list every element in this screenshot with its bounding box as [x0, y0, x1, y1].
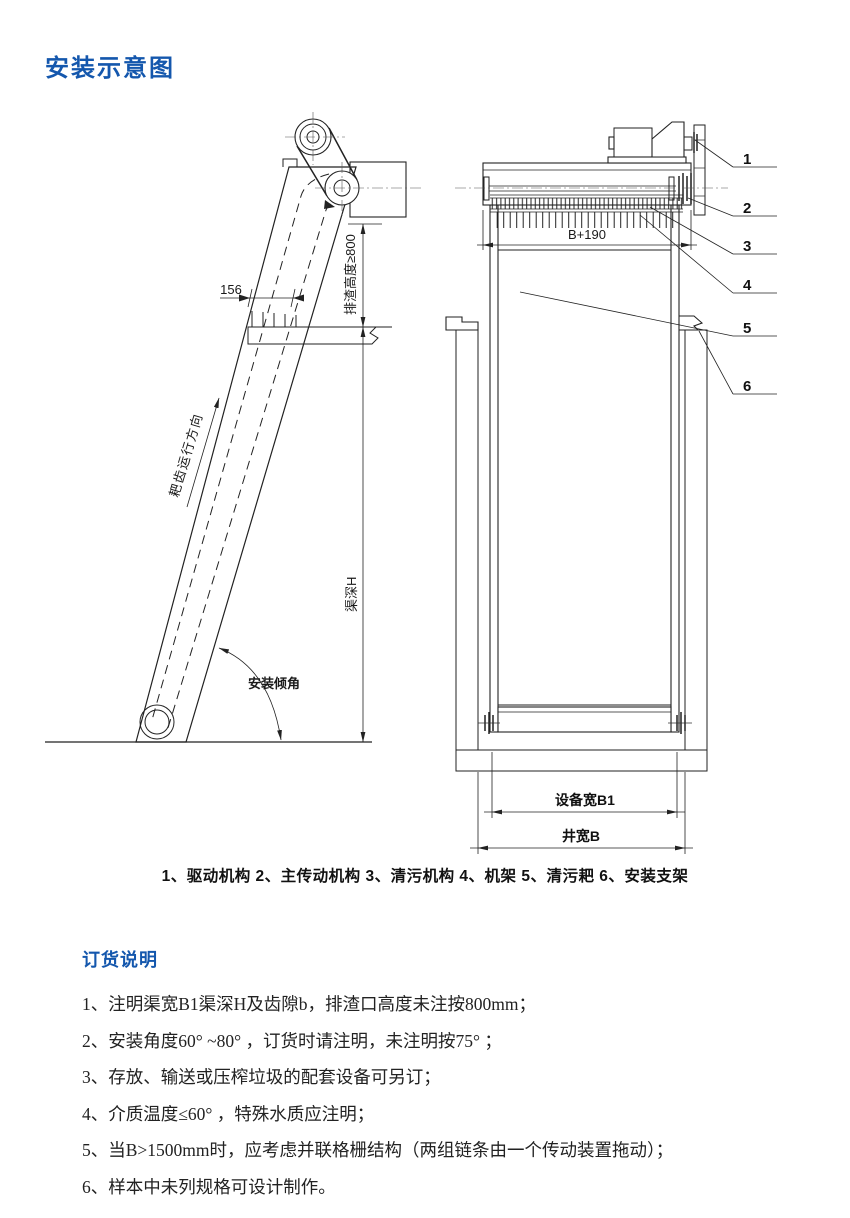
bottom-sprocket-right	[668, 712, 692, 734]
callout-3-number: 3	[743, 238, 751, 255]
page-title: 安装示意图	[45, 55, 175, 82]
dim-equipment-width: 设备宽B1	[484, 752, 685, 818]
dim-tooth-pitch: 156	[220, 282, 304, 308]
mounting-bracket-left	[445, 316, 479, 331]
callout-3: 3	[649, 206, 777, 255]
side-view: 156 排渣高度≥800 渠深H 耙齿运行方向 安装倾角	[45, 112, 424, 743]
motor	[613, 127, 653, 158]
side-bracket-plate	[693, 124, 706, 216]
screen-body	[135, 166, 357, 743]
dim-top-width: B+190	[477, 210, 697, 250]
well-wall-left	[455, 329, 479, 751]
diagram-canvas: 156 排渣高度≥800 渠深H 耙齿运行方向 安装倾角	[45, 112, 777, 854]
callout-2-number: 2	[743, 200, 751, 217]
callout-2: 2	[687, 197, 777, 217]
callout-6-number: 6	[743, 378, 751, 395]
dim-well-width: 井宽B	[470, 772, 693, 854]
drive-belt	[296, 127, 358, 197]
dim-channel-depth: 渠深H	[344, 326, 366, 743]
gearbox	[651, 121, 685, 158]
chain-path-front	[151, 173, 330, 721]
callouts: 1 2 3 4 5 6	[519, 139, 777, 395]
bottom-sprocket-left	[478, 712, 500, 734]
order-note-2: 2、安装角度60° ~80° ，订货时请注明，未注明按75° ；	[82, 1030, 502, 1051]
rake-direction-label: 耙齿运行方向	[166, 411, 205, 499]
comb-teeth	[490, 194, 683, 228]
bottom-plate	[497, 706, 672, 733]
callout-4-number: 4	[743, 277, 752, 294]
callout-1-number: 1	[743, 151, 751, 168]
rake-grid	[497, 249, 672, 706]
drive-sprocket	[678, 173, 692, 204]
installation-diagram: 156 排渣高度≥800 渠深H 耙齿运行方向 安装倾角	[0, 95, 850, 860]
order-note-6: 6、样本中未列规格可设计制作。	[82, 1176, 336, 1197]
discharge-height-label: 排渣高度≥800	[343, 234, 358, 315]
parts-legend: 1、驱动机构 2、主传动机构 3、清污机构 4、机架 5、清污耙 6、安装支架	[161, 868, 689, 885]
output-shaft	[683, 136, 693, 151]
order-note-3: 3、存放、输送或压榨垃圾的配套设备可另订；	[82, 1067, 441, 1087]
frame-column-left	[489, 204, 499, 733]
side-bracket-ticks	[694, 139, 705, 197]
front-view: B+190 设备宽B1 井宽B 1 2	[445, 121, 777, 854]
install-angle-annotation: 安装倾角	[218, 647, 300, 741]
tooth-pitch-label: 156	[220, 282, 242, 297]
channel-depth-label: 渠深H	[344, 577, 359, 612]
motor-base	[607, 156, 687, 164]
top-bracket	[282, 158, 298, 167]
rake-direction-annotation: 耙齿运行方向	[166, 397, 220, 508]
order-notes-heading: 订货说明	[82, 950, 158, 970]
order-note-4: 4、介质温度≤60° ，特殊水质应注明；	[82, 1103, 375, 1124]
frame-column-right	[670, 204, 680, 733]
chain-path-rear	[167, 197, 345, 729]
motor-cap	[608, 136, 615, 150]
top-width-label: B+190	[568, 227, 606, 242]
discharge-platform	[247, 326, 379, 345]
dim-discharge-height: 排渣高度≥800	[343, 223, 382, 328]
callout-1: 1	[694, 139, 777, 168]
callout-6: 6	[698, 330, 777, 395]
equipment-width-label: 设备宽B1	[555, 792, 615, 808]
foot-roller	[139, 704, 175, 740]
order-note-1: 1、注明渠宽B1渠深H及齿隙b，排渣口高度未注按800mm；	[82, 994, 537, 1014]
well-wall-right	[684, 329, 708, 751]
order-note-5: 5、当B>1500mm时，应考虑并联格栅结构（两组链条由一个传动装置拖动）；	[82, 1140, 674, 1160]
callout-5-number: 5	[743, 320, 751, 337]
drive-unit	[607, 121, 698, 164]
install-angle-label: 安装倾角	[248, 676, 300, 691]
discharge-teeth	[251, 311, 297, 327]
callout-4: 4	[639, 214, 777, 294]
order-notes-section: 订货说明 1、注明渠宽B1渠深H及齿隙b，排渣口高度未注按800mm； 2、安装…	[82, 946, 812, 1205]
callout-5: 5	[519, 291, 777, 337]
well-floor	[455, 749, 708, 772]
well-width-label: 井宽B	[562, 828, 600, 844]
centerlines	[285, 112, 424, 218]
